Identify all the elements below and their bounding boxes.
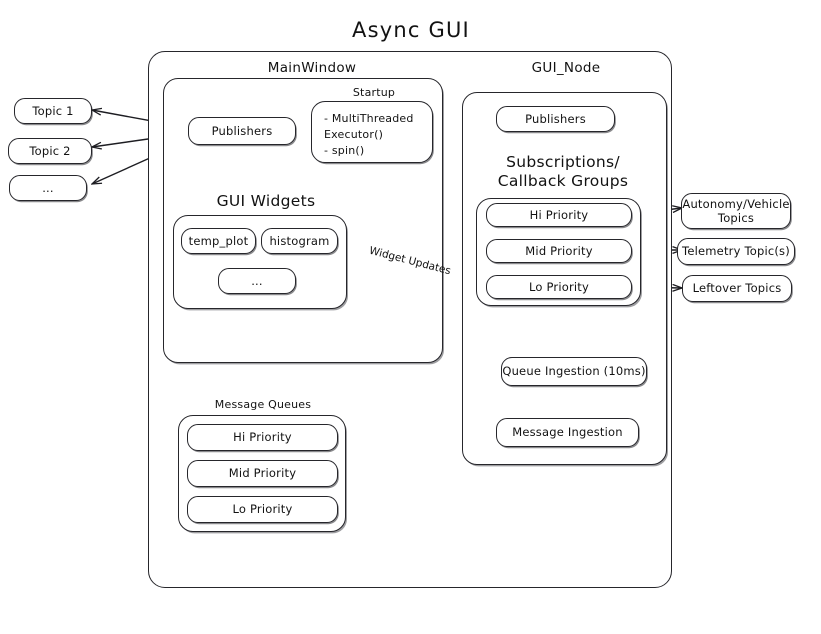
- topic-box-autonomy-vehicle[interactable]: Autonomy/Vehicle Topics: [681, 193, 791, 229]
- topic-box-topic-2[interactable]: Topic 2: [8, 138, 92, 164]
- topic-box-more[interactable]: ...: [9, 175, 87, 201]
- queue-hi-priority[interactable]: Hi Priority: [187, 424, 338, 451]
- topic-box-topic-1[interactable]: Topic 1: [14, 98, 92, 124]
- main-window-title: MainWindow: [267, 59, 357, 76]
- widget-histogram[interactable]: histogram: [261, 228, 338, 254]
- message-ingestion-box[interactable]: Message Ingestion: [496, 418, 639, 447]
- startup-title: Startup: [352, 86, 396, 100]
- queue-ingestion-box[interactable]: Queue Ingestion (10ms): [501, 357, 647, 386]
- message-queues-title: Message Queues: [214, 398, 312, 412]
- gui-node-publishers[interactable]: Publishers: [496, 106, 615, 132]
- subscription-hi-priority[interactable]: Hi Priority: [486, 203, 632, 227]
- queue-lo-priority[interactable]: Lo Priority: [187, 496, 338, 523]
- diagram-title: Async GUI: [352, 18, 470, 43]
- widget-temp-plot[interactable]: temp_plot: [181, 228, 256, 254]
- topic-box-leftover[interactable]: Leftover Topics: [682, 275, 792, 302]
- gui-node-title: GUI_Node: [531, 59, 601, 76]
- subscription-mid-priority[interactable]: Mid Priority: [486, 239, 632, 263]
- startup-box: - MultiThreaded Executor() - spin(): [311, 101, 433, 163]
- subscription-lo-priority[interactable]: Lo Priority: [486, 275, 632, 299]
- gui-widgets-title: GUI Widgets: [216, 191, 316, 210]
- main-window-publishers[interactable]: Publishers: [188, 117, 296, 145]
- subscriptions-title-line-1: Subscriptions/: [506, 152, 620, 171]
- topic-box-telemetry[interactable]: Telemetry Topic(s): [677, 238, 795, 265]
- widget-more[interactable]: ...: [218, 268, 296, 294]
- subscriptions-title-line-2: Callback Groups: [497, 171, 629, 190]
- queue-mid-priority[interactable]: Mid Priority: [187, 460, 338, 487]
